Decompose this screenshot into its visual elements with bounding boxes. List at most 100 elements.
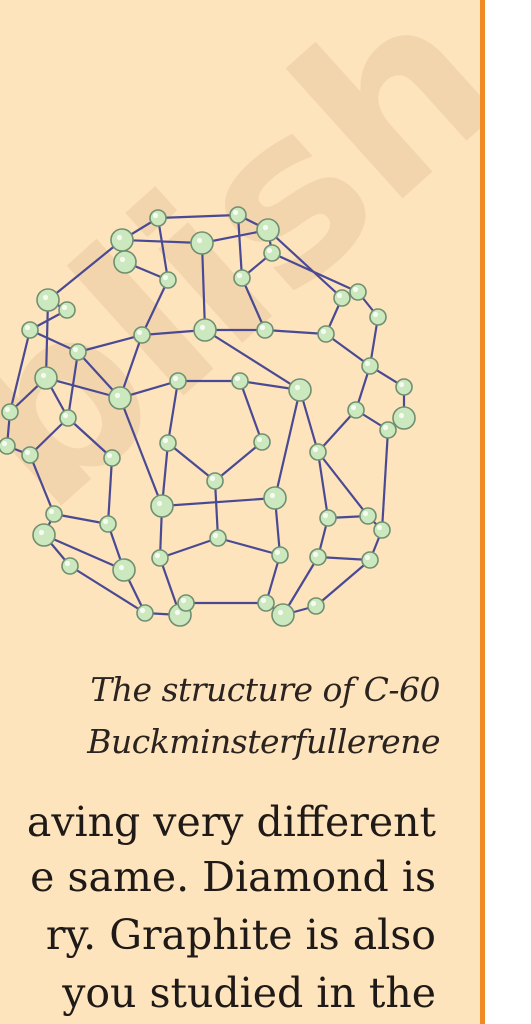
molecule-bond (317, 409, 357, 453)
carbon-atom (110, 228, 134, 252)
carbon-atom (361, 357, 379, 375)
carbon-atom (32, 523, 56, 547)
atom-highlight (382, 424, 389, 431)
molecule-bond (156, 217, 170, 281)
carbon-atom (229, 206, 247, 224)
carbon-atom (309, 443, 327, 461)
atom-highlight (4, 406, 11, 413)
carbon-atom (333, 289, 351, 307)
carbon-atom (379, 421, 397, 439)
carbon-atom (159, 271, 177, 289)
molecule-bond (380, 429, 390, 531)
atom-highlight (364, 360, 371, 367)
atom-highlight (274, 549, 281, 556)
atom-highlight (209, 475, 216, 482)
body-text-line-1: aving very different (26, 798, 436, 846)
carbon-atom (347, 401, 365, 419)
molecule-bond (271, 251, 359, 294)
atom-highlight (40, 372, 47, 379)
atom-highlight (362, 510, 369, 517)
c60-molecule-diagram (0, 206, 416, 627)
molecule-bond (315, 559, 371, 607)
carbon-atom (1, 403, 19, 421)
molecule-bond (29, 329, 79, 353)
carbon-atom (253, 433, 271, 451)
atom-highlight (262, 224, 269, 231)
molecule-bond (204, 329, 301, 391)
carbon-atom (99, 515, 117, 533)
body-text-line-3: ry. Graphite is also (45, 911, 436, 959)
carbon-atom (231, 372, 249, 390)
atom-highlight (156, 500, 163, 507)
carbon-atom (256, 218, 280, 242)
carbon-atom (0, 437, 16, 455)
molecule-bond (8, 329, 32, 413)
molecule-bond (44, 299, 50, 379)
carbon-atom (309, 548, 327, 566)
carbon-atom (151, 549, 169, 567)
carbon-atom (58, 301, 76, 319)
atom-highlight (1, 440, 8, 447)
atom-highlight (42, 294, 49, 301)
atom-highlight (236, 272, 243, 279)
atom-highlight (61, 304, 68, 311)
carbon-atom (373, 521, 391, 539)
atom-highlight (72, 346, 79, 353)
atom-highlight (116, 234, 123, 241)
atom-highlight (48, 508, 55, 515)
atom-highlight (162, 274, 169, 281)
atom-highlight (172, 375, 179, 382)
atom-highlight (364, 554, 371, 561)
carbon-atom (307, 597, 325, 615)
carbon-atom (395, 378, 413, 396)
molecule-bond (238, 380, 264, 443)
carbon-atom (59, 409, 77, 427)
carbon-atom (61, 557, 79, 575)
molecule-bond (28, 454, 56, 515)
molecule-bond (53, 512, 109, 526)
molecule-bond (240, 277, 267, 331)
molecule-bond (47, 239, 123, 301)
molecule-bond (157, 213, 239, 220)
molecule-bond (273, 389, 302, 499)
carbon-atom (177, 594, 195, 612)
atom-highlight (398, 412, 405, 419)
molecule-bond (118, 397, 164, 507)
carbon-atom (21, 446, 39, 464)
carbon-atom (108, 386, 132, 410)
atom-highlight (336, 292, 343, 299)
atom-highlight (320, 328, 327, 335)
figure-caption-line-1: The structure of C-60 (90, 670, 440, 709)
atom-highlight (212, 532, 219, 539)
carbon-atom (45, 505, 63, 523)
atom-highlight (312, 446, 319, 453)
body-text-line-4: you studied in the (62, 969, 436, 1017)
carbon-atom (159, 434, 177, 452)
carbon-atom (392, 406, 416, 430)
carbon-atom (369, 308, 387, 326)
atom-highlight (398, 381, 405, 388)
molecule-bond (67, 417, 113, 459)
carbon-atom (257, 594, 275, 612)
atom-highlight (199, 324, 206, 331)
atom-highlight (174, 609, 181, 616)
molecule-bond (106, 457, 114, 525)
molecule-bond (213, 480, 220, 539)
carbon-atom (233, 269, 251, 287)
molecule-bond (316, 451, 330, 519)
atom-highlight (312, 551, 319, 558)
atom-highlight (62, 412, 69, 419)
molecule-bond (317, 451, 369, 517)
atom-highlight (350, 404, 357, 411)
carbon-atom (21, 321, 39, 339)
atom-highlight (24, 324, 31, 331)
atom-highlight (277, 609, 284, 616)
carbon-atom (256, 321, 274, 339)
carbon-atom (190, 231, 214, 255)
carbon-atom (349, 283, 367, 301)
carbon-atom (288, 378, 312, 402)
molecule-bond (264, 328, 327, 336)
molecule-bond (69, 565, 146, 614)
atom-highlight (102, 518, 109, 525)
atom-highlight (352, 286, 359, 293)
